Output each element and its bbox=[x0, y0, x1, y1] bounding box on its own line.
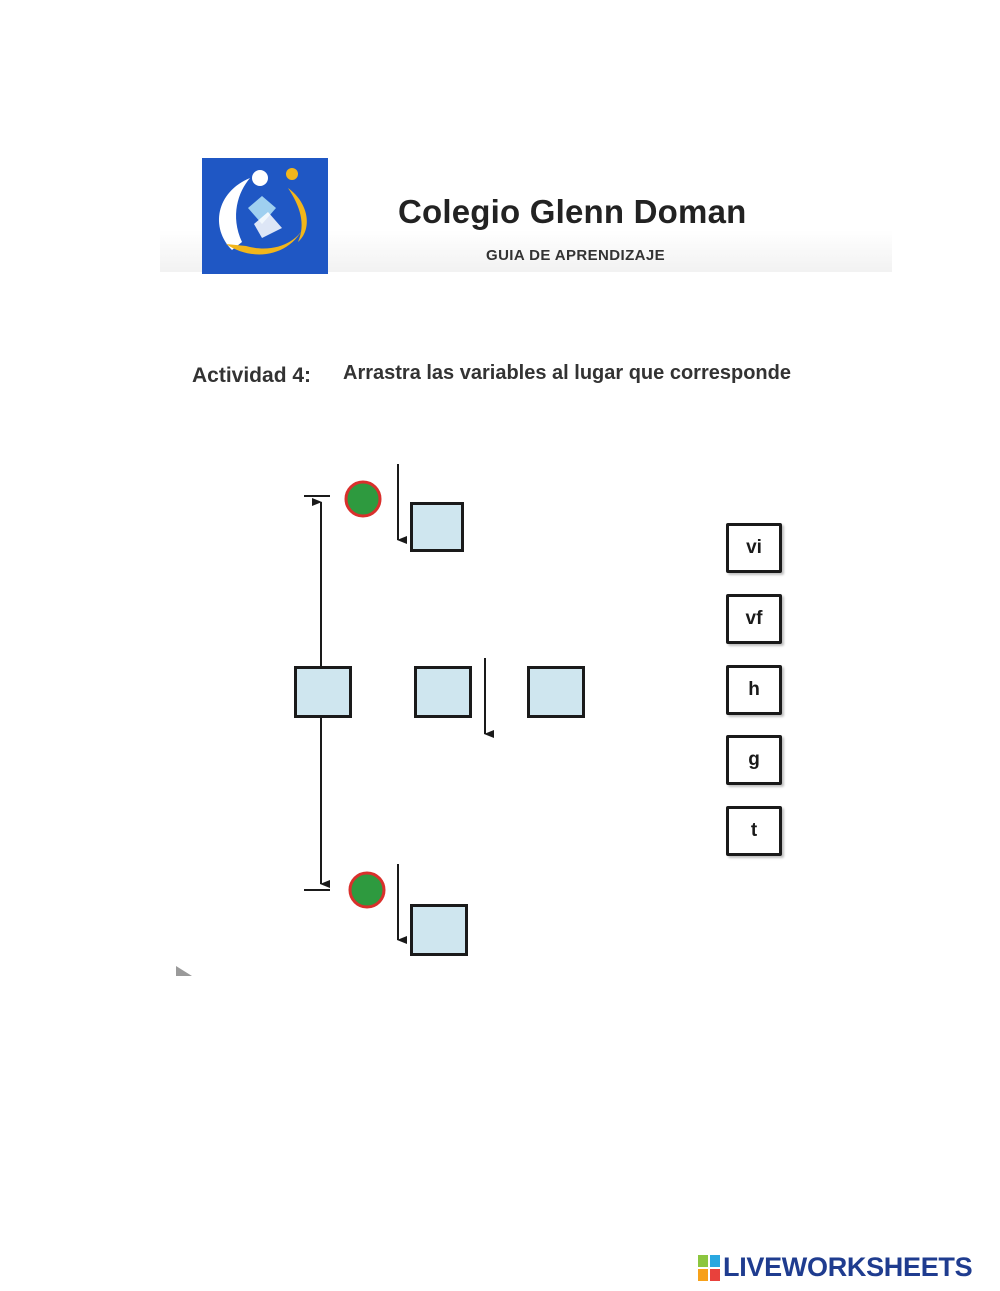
variable-chip-vi[interactable]: vi bbox=[726, 523, 782, 573]
liveworksheets-logo-icon bbox=[698, 1254, 720, 1281]
school-name: Colegio Glenn Doman bbox=[398, 193, 747, 230]
school-logo bbox=[202, 158, 328, 274]
activity-instruction: Arrastra las variables al lugar que corr… bbox=[343, 362, 791, 384]
drop-zone-height[interactable] bbox=[294, 666, 352, 718]
drop-zone-gravity[interactable] bbox=[414, 666, 472, 718]
height-dimension-line bbox=[304, 495, 330, 891]
variable-chip-g[interactable]: g bbox=[726, 735, 782, 785]
variable-chip-h[interactable]: h bbox=[726, 665, 782, 715]
diagram-lines bbox=[176, 464, 494, 976]
drop-zone-final-velocity[interactable] bbox=[410, 904, 468, 956]
drop-zone-time[interactable] bbox=[527, 666, 585, 718]
liveworksheets-brand: LIVEWORKSHEETS bbox=[698, 1252, 973, 1282]
drop-zone-initial-velocity[interactable] bbox=[410, 502, 464, 552]
guide-title: GUIA DE APRENDIZAJE bbox=[486, 247, 666, 264]
bottom-ball-icon bbox=[348, 871, 386, 909]
free-fall-diagram bbox=[160, 440, 620, 1000]
brand-name: LIVEWORKSHEETS bbox=[723, 1252, 973, 1282]
activity-label: Actividad 4: bbox=[192, 364, 312, 387]
school-logo-icon bbox=[202, 158, 328, 274]
variable-chip-t[interactable]: t bbox=[726, 806, 782, 856]
variable-chip-vf[interactable]: vf bbox=[726, 594, 782, 644]
corner-mark bbox=[176, 966, 192, 976]
top-ball-icon bbox=[344, 480, 382, 518]
